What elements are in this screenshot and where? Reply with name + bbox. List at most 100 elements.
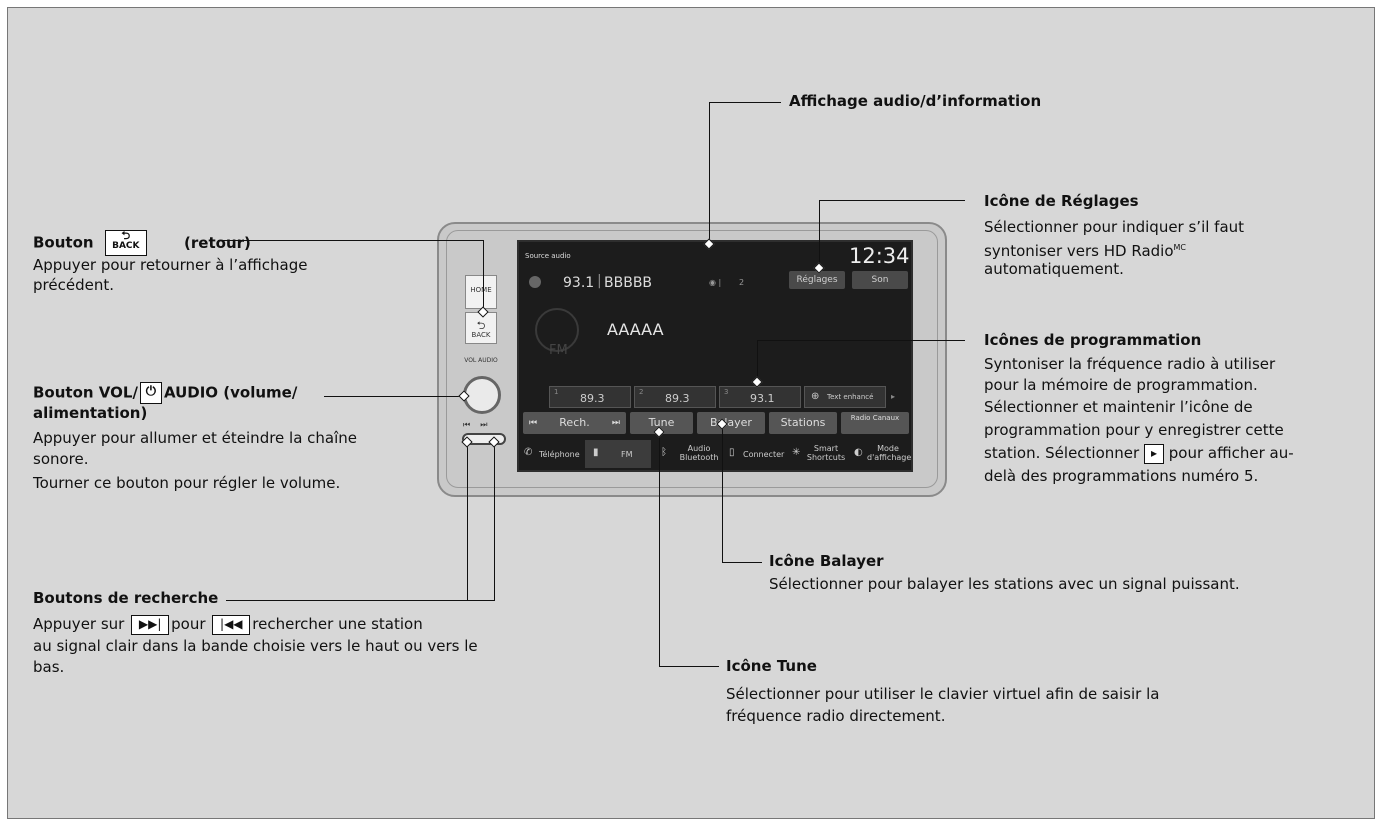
bluetooth-audio-tab[interactable]: ᛒ Audio Bluetooth bbox=[653, 440, 721, 468]
seek-back-icon: ⏮ bbox=[529, 418, 538, 428]
seek-down-icon: ⏮ bbox=[463, 420, 471, 429]
vol-desc-1: Appuyer pour allumer et éteindre la chaî… bbox=[33, 429, 358, 447]
next-presets-arrow[interactable]: ▸ bbox=[891, 392, 896, 401]
back-desc-2: précédent. bbox=[33, 276, 114, 294]
smart-shortcuts-tab[interactable]: ✳ Smart Shortcuts bbox=[789, 440, 849, 468]
preset-3-freq: 93.1 bbox=[750, 392, 775, 405]
preset-desc-2: pour la mémoire de programmation. bbox=[984, 376, 1258, 394]
preset-2-number: 2 bbox=[639, 388, 644, 396]
back-label: BACK bbox=[471, 331, 491, 339]
station-name: BBBBB bbox=[604, 275, 653, 291]
phone-icon: ✆ bbox=[524, 447, 533, 458]
seek-forward-box-icon: ▶▶| bbox=[131, 614, 170, 635]
preset-desc-3: Sélectionner et maintenir l’icône de bbox=[984, 398, 1253, 416]
smart-shortcuts-label: Smart Shortcuts bbox=[806, 444, 846, 462]
back-icon: ⮌ BACK bbox=[104, 230, 147, 256]
tune-desc-1: Sélectionner pour utiliser le clavier vi… bbox=[726, 685, 1160, 703]
seek-forward-icon: ⏭ bbox=[611, 418, 620, 428]
scan-desc: Sélectionner pour balayer les stations a… bbox=[769, 575, 1240, 593]
display-title: Affichage audio/d’information bbox=[789, 92, 1042, 110]
fm-icon: ▮ bbox=[593, 447, 599, 458]
preset-desc-6: delà des programmations numéro 5. bbox=[984, 467, 1259, 485]
tune-title: Icône Tune bbox=[726, 657, 817, 675]
seek-desc-b: pour bbox=[171, 615, 206, 633]
seek-title: Boutons de recherche bbox=[33, 589, 219, 607]
bluetooth-icon: ᛒ bbox=[661, 447, 667, 458]
text-enhanced-label: Text enhancé bbox=[827, 393, 874, 401]
vol-title-b: AUDIO (volume/ bbox=[163, 383, 298, 402]
text-enhanced-button[interactable]: ⊕ Text enhancé bbox=[804, 386, 886, 408]
connect-label: Connecter bbox=[743, 450, 785, 459]
phone-tab[interactable]: ✆ Téléphone bbox=[521, 440, 583, 468]
radio-antenna-icon bbox=[535, 308, 579, 352]
seek-leader-v1 bbox=[467, 442, 468, 600]
back-title-a: Bouton bbox=[33, 233, 94, 252]
fm-tab[interactable]: ▮ FM bbox=[585, 440, 651, 468]
preset-desc-5-wrap: station. Sélectionner ▸ pour afficher au… bbox=[984, 443, 1294, 464]
band-label: FM bbox=[549, 343, 568, 358]
back-title: Bouton ⮌ BACK (retour) bbox=[33, 230, 251, 256]
seek-up-icon: ⏭ bbox=[480, 420, 488, 429]
scan-title: Icône Balayer bbox=[769, 552, 884, 570]
seek-desc-a: Appuyer sur bbox=[33, 615, 125, 633]
display-mode-icon: ◐ bbox=[854, 447, 863, 458]
seek-desc-3: bas. bbox=[33, 658, 65, 676]
home-button[interactable]: HOME bbox=[465, 275, 497, 309]
connect-tab[interactable]: ▯ Connecter bbox=[723, 440, 787, 468]
settings-leader-h bbox=[819, 200, 965, 201]
plus-icon: ⊕ bbox=[811, 391, 820, 402]
preset-1-freq: 89.3 bbox=[580, 392, 605, 405]
radio-channels-button[interactable]: Radio Canaux bbox=[841, 412, 909, 434]
vol-title-c: alimentation) bbox=[33, 404, 148, 422]
back-title-b: (retour) bbox=[184, 233, 251, 252]
audio-info-display: Source audio 12:34 93.1 | BBBBB ◉ | 2 Ré… bbox=[517, 240, 913, 472]
display-leader-h bbox=[709, 102, 781, 103]
settings-button[interactable]: Réglages bbox=[789, 271, 845, 289]
seek-leader-v2 bbox=[494, 442, 495, 600]
settings-desc-2: syntoniser vers HD Radio bbox=[984, 242, 1174, 260]
fm-label: FM bbox=[621, 450, 633, 459]
preset-title: Icônes de programmation bbox=[984, 331, 1202, 349]
sound-button[interactable]: Son bbox=[852, 271, 908, 289]
head-unit-inner-frame bbox=[446, 230, 938, 488]
song-title: AAAAA bbox=[607, 320, 664, 339]
vol-title-a: Bouton VOL/ bbox=[33, 383, 138, 402]
preset-3-button[interactable]: 3 93.1 bbox=[719, 386, 801, 408]
hd-channel-icon: ◉ | bbox=[709, 278, 722, 287]
bluetooth-audio-label: Audio Bluetooth bbox=[679, 444, 719, 462]
back-button[interactable]: ⮌ BACK bbox=[465, 312, 497, 344]
home-label: HOME bbox=[470, 286, 492, 294]
display-mode-tab[interactable]: ◐ Mode d'affichage bbox=[851, 440, 911, 468]
seek-leader-h bbox=[226, 600, 495, 601]
smart-shortcuts-icon: ✳ bbox=[792, 447, 801, 458]
settings-desc-1: Sélectionner pour indiquer s’il faut bbox=[984, 218, 1245, 236]
phone-label: Téléphone bbox=[539, 450, 580, 459]
preset-leader-v bbox=[757, 340, 758, 382]
preset-1-button[interactable]: 1 89.3 bbox=[549, 386, 631, 408]
seek-desc-1-wrap: Appuyer sur ▶▶|pour |◀◀rechercher une st… bbox=[33, 614, 423, 635]
settings-desc-3: automatiquement. bbox=[984, 260, 1124, 278]
seek-control[interactable]: ⏮ Rech. ⏭ bbox=[523, 412, 626, 434]
display-mode-label: Mode d'affichage bbox=[867, 444, 912, 462]
tune-button[interactable]: Tune bbox=[630, 412, 693, 434]
preset-desc-5a: station. Sélectionner bbox=[984, 444, 1140, 462]
next-arrow-icon: ▸ bbox=[1143, 443, 1164, 464]
back-leader-h bbox=[218, 240, 484, 241]
preset-2-button[interactable]: 2 89.3 bbox=[634, 386, 716, 408]
source-label: Source audio bbox=[525, 252, 571, 260]
preset-desc-5b: pour afficher au- bbox=[1168, 444, 1294, 462]
stations-button[interactable]: Stations bbox=[769, 412, 837, 434]
station-icon bbox=[529, 276, 541, 288]
vol-desc-3: Tourner ce bouton pour régler le volume. bbox=[33, 474, 341, 492]
hd-channel: 2 bbox=[739, 278, 745, 287]
vol-audio-knob[interactable] bbox=[463, 376, 501, 414]
seek-desc-c: rechercher une station bbox=[252, 615, 423, 633]
scan-leader-v bbox=[722, 423, 723, 562]
preset-2-freq: 89.3 bbox=[665, 392, 690, 405]
scan-button[interactable]: Balayer bbox=[697, 412, 765, 434]
scan-leader-h bbox=[722, 562, 762, 563]
vol-desc-2: sonore. bbox=[33, 450, 89, 468]
seek-buttons-label: ⏮⏭ bbox=[463, 420, 503, 430]
station-separator: | bbox=[597, 273, 602, 289]
back-leader-v bbox=[483, 240, 484, 312]
